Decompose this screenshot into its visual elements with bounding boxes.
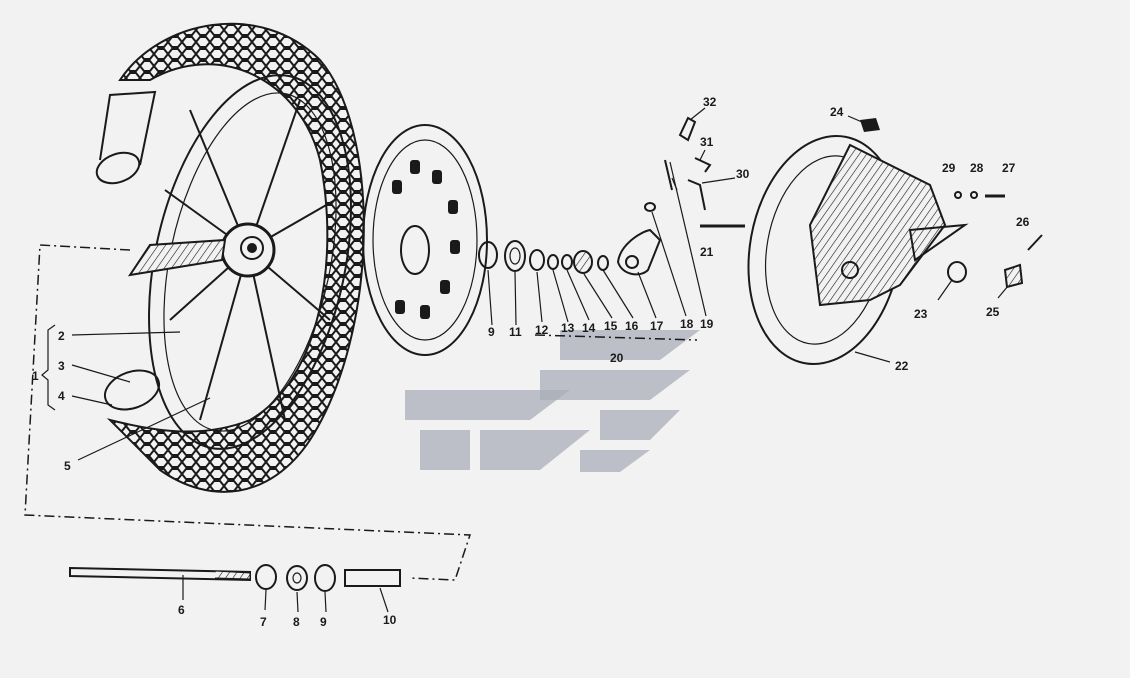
part-24-nut (860, 118, 880, 132)
part-14-ring (561, 254, 573, 270)
label-13: 13 (561, 321, 575, 335)
part-28 (970, 191, 978, 199)
part-12-seal (529, 249, 545, 271)
label-32: 32 (703, 95, 717, 109)
label-9-bottom: 9 (320, 615, 327, 629)
part-10-sleeve (344, 569, 401, 587)
rim (148, 74, 352, 450)
part-25-nut (1003, 263, 1024, 289)
part-26-pin (1027, 234, 1043, 251)
part-9-spacer (478, 241, 498, 269)
brake-anchor-plate (747, 118, 1043, 365)
label-17: 17 (650, 319, 664, 333)
label-30: 30 (736, 167, 750, 181)
hub-parts (478, 159, 678, 276)
label-23: 23 (914, 307, 928, 321)
label-29: 29 (942, 161, 956, 175)
label-28: 28 (970, 161, 984, 175)
label-26: 26 (1016, 215, 1030, 229)
label-31: 31 (700, 135, 714, 149)
part-23-seal (947, 261, 967, 283)
disc-holes (392, 160, 460, 319)
part-29 (954, 191, 962, 199)
axle-group (69, 564, 401, 592)
part-17-drive (616, 228, 662, 276)
label-14: 14 (582, 321, 596, 335)
label-11: 11 (509, 325, 522, 339)
part-18-clip (644, 202, 656, 212)
brake-disc (362, 124, 488, 356)
tyre-cut-top (95, 151, 141, 185)
label-8: 8 (293, 615, 300, 629)
label-27: 27 (1002, 161, 1016, 175)
label-16: 16 (625, 319, 639, 333)
watermark-logo (405, 330, 700, 472)
cable-parts (678, 116, 745, 228)
brace-1 (41, 324, 56, 411)
part-16-washer (597, 255, 609, 271)
assembly-lines (24, 244, 698, 581)
leader-lines (71, 107, 1009, 613)
label-19: 19 (700, 317, 714, 331)
label-25: 25 (986, 305, 1000, 319)
label-3: 3 (58, 359, 65, 373)
fork-stub (127, 238, 227, 277)
label-12: 12 (535, 323, 549, 337)
label-24: 24 (830, 105, 844, 119)
part-32-nipple (678, 116, 697, 142)
part-13-ring (547, 254, 559, 270)
label-21: 21 (700, 245, 714, 259)
part-30-screw (687, 179, 706, 211)
label-6: 6 (178, 603, 185, 617)
label-10: 10 (383, 613, 397, 627)
part-19-cable (664, 159, 673, 191)
part-31-bracket (694, 157, 712, 173)
label-18: 18 (680, 317, 694, 331)
label-1: 1 (32, 369, 39, 383)
part-9-bush (314, 564, 336, 592)
label-4: 4 (58, 389, 65, 403)
label-5: 5 (64, 459, 71, 473)
label-7: 7 (260, 615, 267, 629)
part-labels: 1 2 3 4 5 6 7 8 9 10 9 11 12 13 14 15 16… (32, 95, 1030, 629)
label-2: 2 (58, 329, 65, 343)
tyre (106, 22, 365, 493)
part-8-spacer (286, 565, 308, 591)
part-7-nut (255, 564, 277, 590)
label-9-top: 9 (488, 325, 495, 339)
label-15: 15 (604, 319, 618, 333)
label-20: 20 (610, 351, 624, 365)
part-11-bearing (504, 240, 526, 272)
label-22: 22 (895, 359, 909, 373)
tyre-cut-bottom (103, 369, 161, 411)
wheel-assembly (95, 22, 365, 493)
part-15-gear (573, 250, 593, 274)
part-6-axle (69, 566, 251, 582)
